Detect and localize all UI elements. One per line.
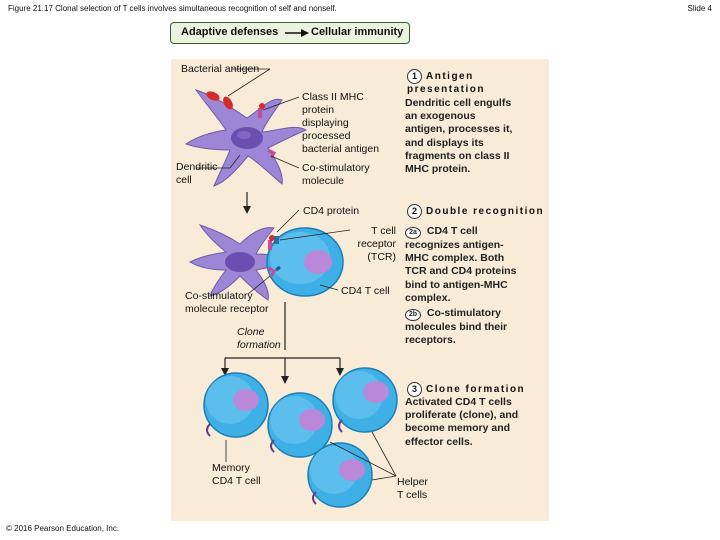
t-cell: [307, 442, 373, 508]
step-number-badge: 2b: [405, 309, 421, 321]
cd4-t-cell-middle: [266, 227, 344, 297]
arrow-right-icon: [285, 29, 309, 37]
breadcrumb-from: Adaptive defenses: [181, 26, 279, 38]
label-costimulatory-molecule: Co-stimulatory molecule: [302, 162, 370, 187]
slide-number: Slide 4: [687, 4, 712, 13]
step-2a-description: 2a CD4 T cell recognizes antigen- MHC co…: [405, 225, 517, 304]
t-cell: [267, 392, 333, 458]
step-1-description: Dendritic cell engulfs an exogenous anti…: [405, 97, 513, 176]
copyright-notice: © 2016 Pearson Education, Inc.: [6, 524, 120, 533]
figure-title: Figure 21.17 Clonal selection of T cells…: [8, 4, 337, 13]
step-3-description: Activated CD4 T cells proliferate (clone…: [405, 396, 519, 448]
label-clone-formation: Clone formation: [237, 326, 281, 351]
t-cell-clone: [203, 367, 398, 508]
dendritic-cell-middle: [188, 224, 292, 301]
label-helper-cells: Helper T cells: [397, 476, 428, 501]
label-cd4-t-cell: CD4 T cell: [341, 285, 390, 297]
dendritic-cell-top: [184, 89, 308, 187]
step-number-badge: 2a: [405, 227, 421, 239]
label-cd4-protein: CD4 protein: [303, 205, 360, 217]
label-tcr: T cell receptor (TCR): [357, 225, 396, 263]
breadcrumb-to: Cellular immunity: [311, 26, 404, 38]
t-cell: [203, 372, 269, 438]
step-number-badge: 3: [407, 382, 422, 397]
label-dendritic-cell: Dendritic cell: [176, 161, 218, 186]
label-class-ii-mhc: Class II MHC protein displaying processe…: [302, 91, 380, 155]
bacterium-icon: [223, 96, 233, 110]
label-costimulatory-receptor: Co-stimulatory molecule receptor: [185, 290, 269, 315]
label-memory-cell: Memory CD4 T cell: [212, 462, 261, 487]
bacterium-icon: [206, 91, 220, 101]
breadcrumb: Adaptive defenses Cellular immunity: [170, 22, 410, 44]
t-cell: [332, 367, 398, 433]
step-2b-description: 2b Co-stimulatory molecules bind their r…: [405, 307, 508, 347]
label-bacterial-antigen: Bacterial antigen: [181, 63, 260, 75]
step-number-badge: 2: [407, 204, 422, 219]
mhc-protein-icon: [258, 108, 262, 118]
step-number-badge: 1: [407, 69, 422, 84]
tcr-icon: [274, 236, 279, 244]
